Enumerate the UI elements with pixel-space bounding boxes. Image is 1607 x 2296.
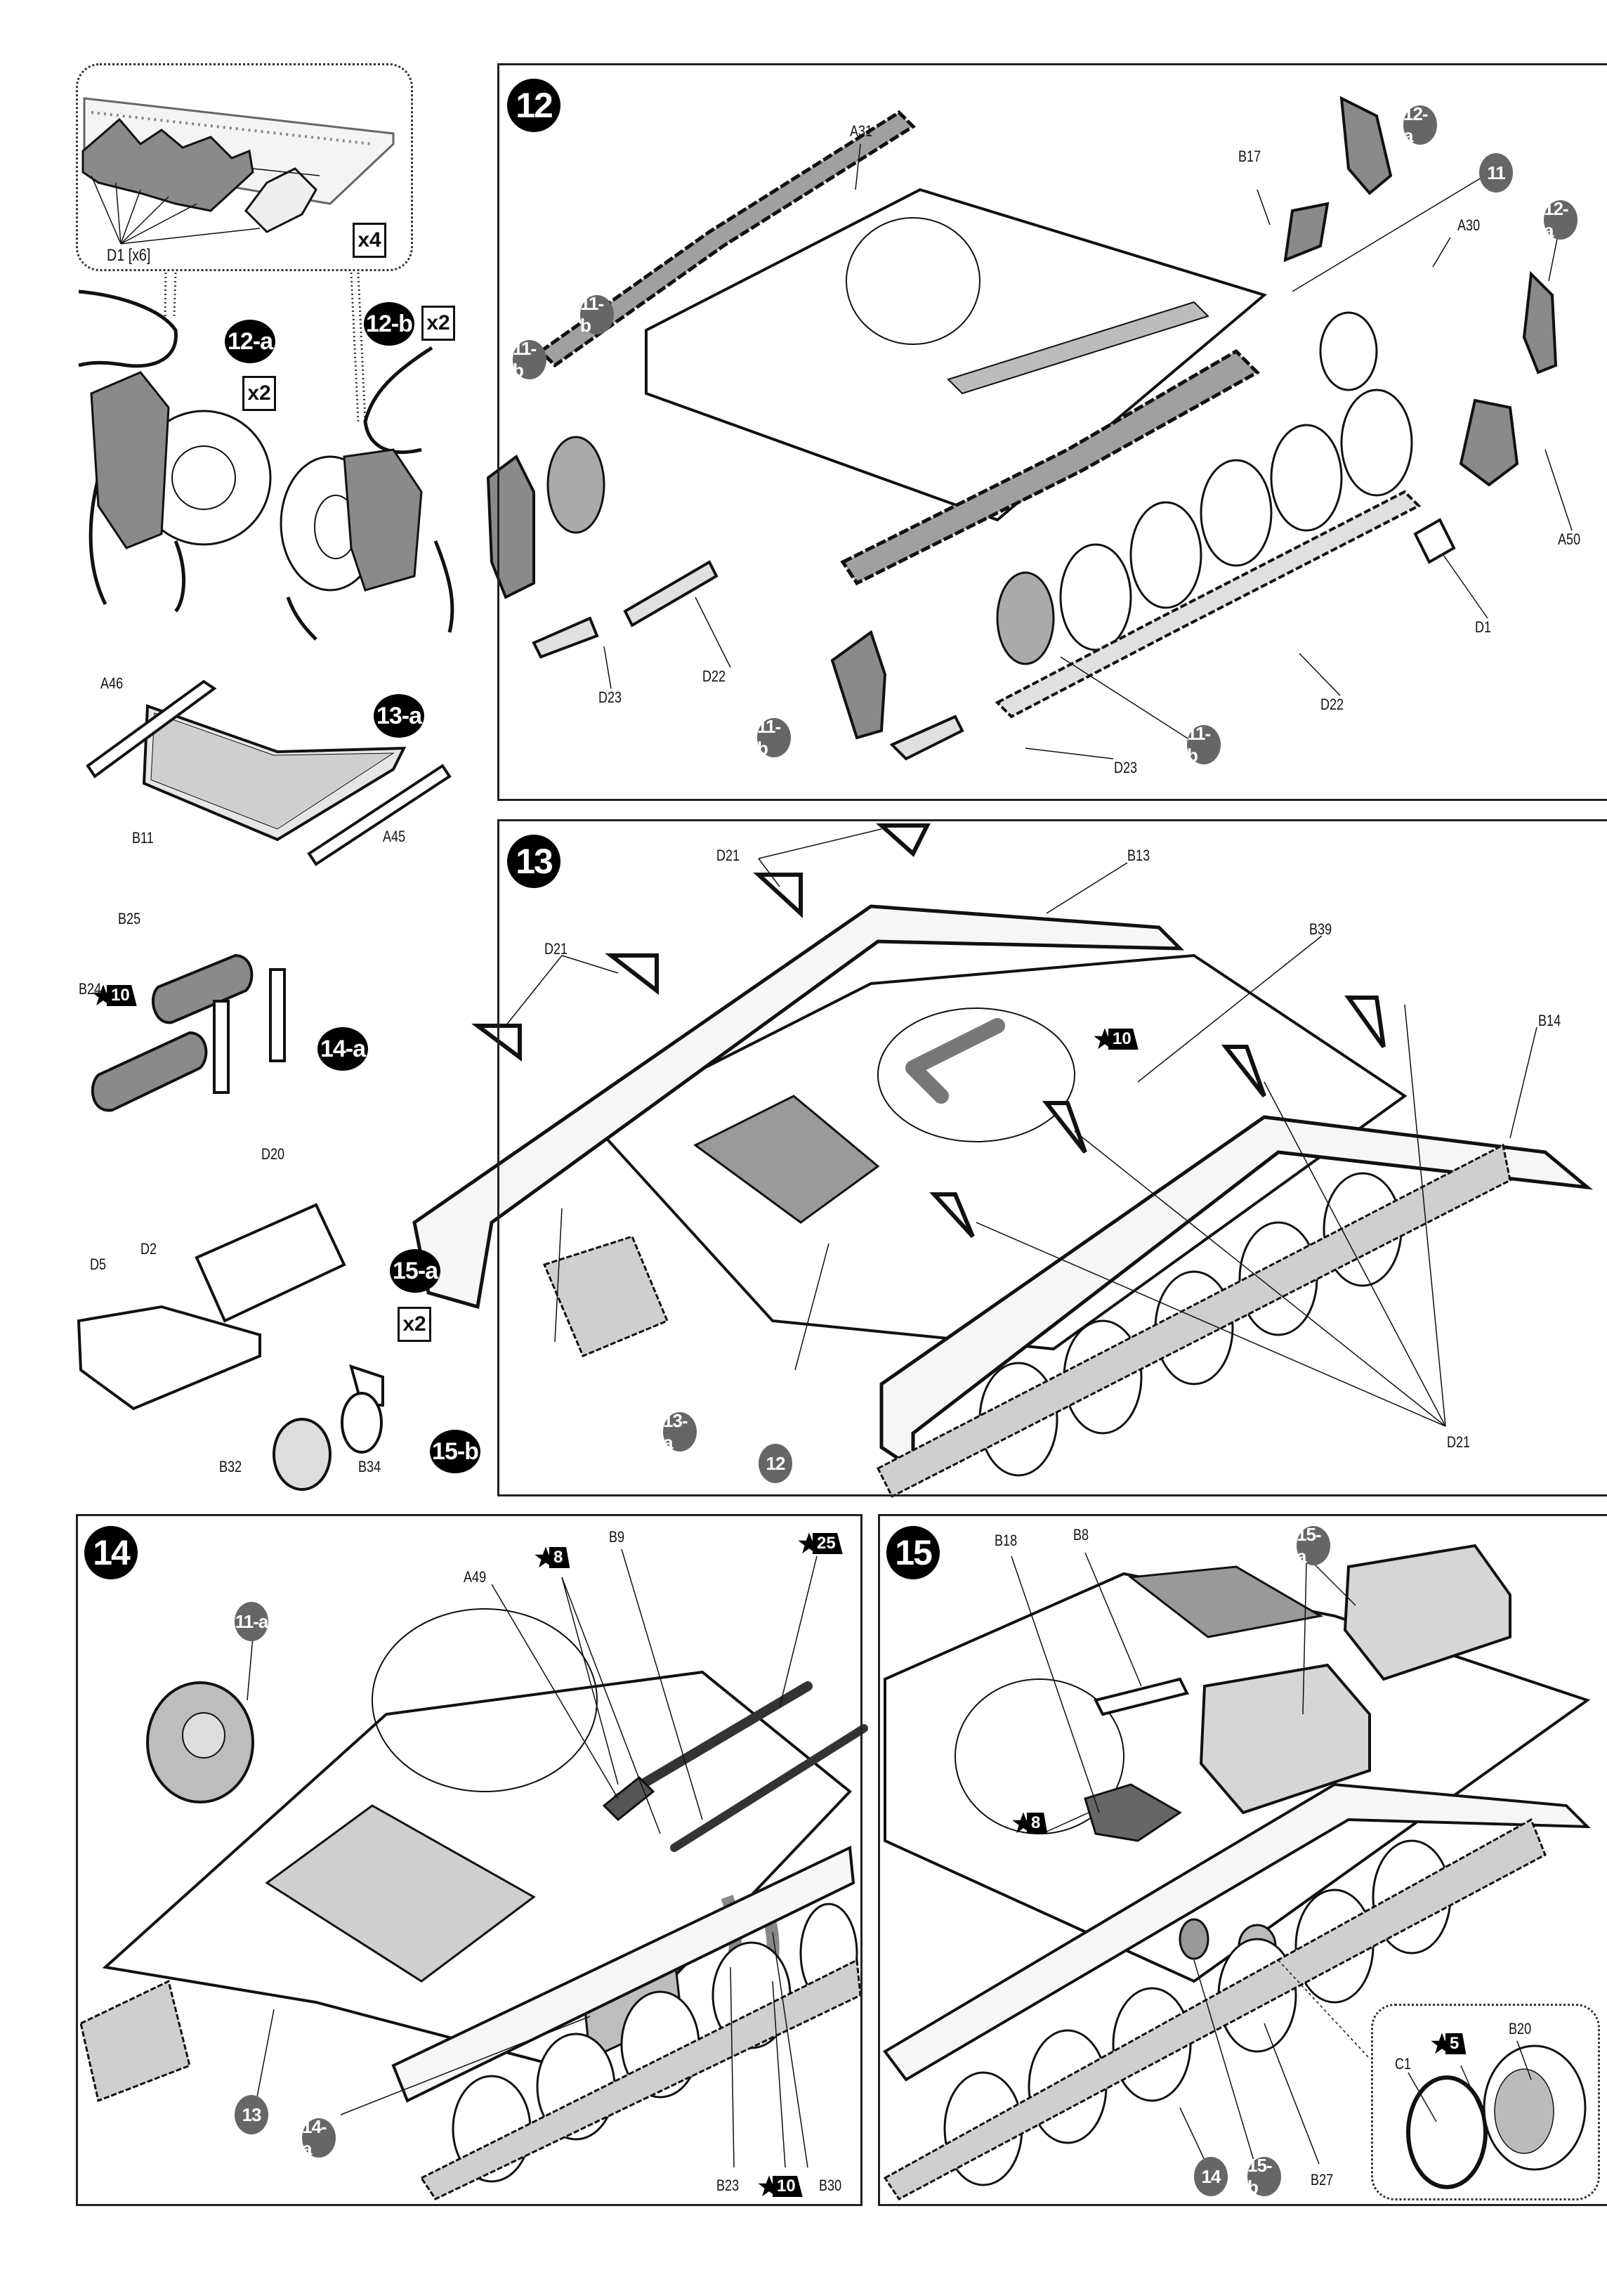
ref-badge-14: 14 bbox=[1194, 2157, 1228, 2196]
step-12-panel bbox=[497, 63, 1607, 801]
paint-number: 8 bbox=[1027, 1813, 1048, 1834]
ref-badge-11b-left: 11-b bbox=[513, 338, 546, 381]
part-label-a45: A45 bbox=[383, 828, 406, 845]
ref-badge-14a: 14-a bbox=[302, 2116, 336, 2159]
step-15-panel bbox=[878, 1514, 1607, 2206]
part-label-a46: A46 bbox=[100, 674, 124, 692]
paint-callout-14-10: 10 bbox=[757, 2174, 803, 2198]
part-label-d22-left: D22 bbox=[702, 667, 726, 685]
part-label-b9: B9 bbox=[609, 1528, 625, 1546]
star-icon bbox=[534, 1546, 557, 1568]
part-label-d23-right: D23 bbox=[1114, 759, 1138, 776]
ref-badge-15b: 15-b bbox=[1247, 2155, 1281, 2198]
part-label-c1-detail: C1 bbox=[1395, 2055, 1412, 2073]
qty-box-x4: x4 bbox=[353, 223, 386, 258]
qty-box-15a: x2 bbox=[398, 1307, 431, 1342]
paint-callout-14-8: 8 bbox=[534, 1546, 570, 1570]
star-icon bbox=[758, 2175, 780, 2197]
part-label-b14: B14 bbox=[1538, 1012, 1561, 1029]
sub-badge-13a: 13-a bbox=[374, 694, 424, 738]
paint-number: 10 bbox=[107, 985, 137, 1006]
detail-callout-headlight bbox=[1371, 2004, 1600, 2200]
star-icon bbox=[1431, 2033, 1453, 2054]
step-number-15: 15 bbox=[886, 1526, 940, 1579]
part-label-b8: B8 bbox=[1073, 1526, 1089, 1544]
wheel-hand-illustration bbox=[280, 346, 454, 641]
part-label-b39: B39 bbox=[1309, 920, 1332, 938]
sub-badge-15a: 15-a bbox=[390, 1249, 440, 1293]
part-label-b11: B11 bbox=[132, 829, 154, 847]
muffler-part-illustration bbox=[91, 953, 286, 1112]
ref-badge-11b-bottom-left: 11-b bbox=[757, 716, 791, 759]
sub-badge-12a: 12-a bbox=[225, 320, 275, 363]
paint-number: 8 bbox=[549, 1547, 570, 1568]
part-label-b25: B25 bbox=[118, 910, 141, 927]
paint-callout-14-25: 25 bbox=[797, 1532, 843, 1555]
ref-badge-11b-bottom-right: 11-b bbox=[1187, 723, 1221, 766]
paint-callout-14a: 10 bbox=[91, 984, 137, 1007]
part-label-a50: A50 bbox=[1558, 530, 1581, 548]
ref-badge-13a: 13-a bbox=[663, 1410, 697, 1453]
part-label-d21-left: D21 bbox=[544, 940, 568, 958]
step-13-panel bbox=[497, 819, 1607, 1496]
part-label-d5: D5 bbox=[90, 1255, 107, 1273]
sub-badge-14a: 14-a bbox=[317, 1027, 368, 1071]
paint-number: 25 bbox=[813, 1533, 843, 1554]
step-number-12: 12 bbox=[507, 79, 560, 132]
part-label-b18: B18 bbox=[995, 1532, 1018, 1549]
part-label-b34: B34 bbox=[358, 1458, 381, 1475]
step-14-panel bbox=[76, 1514, 862, 2206]
star-icon bbox=[1012, 1812, 1035, 1834]
ref-badge-15a: 15-a bbox=[1297, 1524, 1330, 1567]
part-label-d2: D2 bbox=[140, 1240, 157, 1258]
part-label-a30: A30 bbox=[1457, 216, 1481, 234]
ref-badge-12a-right: 12-a bbox=[1544, 198, 1578, 241]
paint-callout-15-8: 8 bbox=[1011, 1811, 1048, 1835]
part-label-d23-left: D23 bbox=[598, 689, 622, 706]
part-label-d1-x6: D1 [x6] bbox=[107, 246, 151, 265]
step-number-14: 14 bbox=[84, 1526, 138, 1579]
paint-number: 10 bbox=[1108, 1029, 1139, 1050]
star-icon bbox=[798, 1532, 820, 1554]
ref-badge-12a-top: 12-a bbox=[1403, 103, 1437, 146]
ref-badge-11: 11 bbox=[1479, 153, 1513, 193]
paint-callout-13: 10 bbox=[1093, 1027, 1139, 1051]
paint-number: 10 bbox=[773, 2176, 803, 2197]
star-icon bbox=[92, 984, 114, 1006]
sub-badge-15b: 15-b bbox=[430, 1430, 480, 1473]
part-label-b17: B17 bbox=[1238, 148, 1261, 165]
sub-badge-12b: 12-b bbox=[364, 302, 414, 346]
part-label-b30: B30 bbox=[819, 2177, 842, 2194]
part-label-d22-right: D22 bbox=[1320, 696, 1344, 713]
part-label-d20: D20 bbox=[261, 1145, 285, 1163]
step-number-13: 13 bbox=[507, 835, 560, 888]
part-label-b13: B13 bbox=[1127, 847, 1150, 864]
part-label-a49: A49 bbox=[464, 1568, 487, 1586]
star-icon bbox=[1094, 1028, 1116, 1050]
part-label-d21-top: D21 bbox=[716, 847, 740, 864]
ref-badge-12: 12 bbox=[759, 1444, 792, 1483]
ref-badge-13: 13 bbox=[235, 2095, 268, 2134]
part-label-d21-bottom: D21 bbox=[1447, 1433, 1471, 1451]
part-label-b27: B27 bbox=[1311, 2171, 1334, 2189]
qty-box-12a: x2 bbox=[242, 376, 276, 411]
part-label-b23: B23 bbox=[716, 2177, 740, 2194]
paint-number: 5 bbox=[1445, 2033, 1467, 2054]
ref-badge-11b-upper: 11-b bbox=[580, 293, 614, 336]
part-label-a31: A31 bbox=[850, 122, 873, 140]
part-label-b32: B32 bbox=[219, 1458, 242, 1475]
part-label-b20-detail: B20 bbox=[1509, 2020, 1532, 2037]
paint-callout-15-5: 5 bbox=[1430, 2032, 1467, 2056]
qty-box-12b: x2 bbox=[421, 306, 455, 341]
toolbox-part-illustration bbox=[77, 1203, 346, 1411]
ref-badge-11a: 11-a bbox=[235, 1602, 268, 1641]
part-label-d1: D1 bbox=[1475, 618, 1492, 636]
